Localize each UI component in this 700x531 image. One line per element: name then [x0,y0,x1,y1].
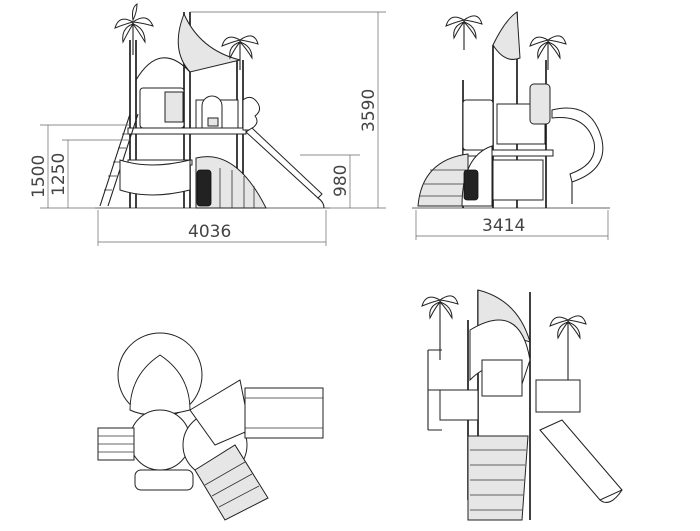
total-height-label: 3590 [359,89,379,132]
plan-view [97,332,324,521]
height-1500-label: 1500 [29,155,49,198]
isometric-view [421,289,623,521]
slide-height-label: 980 [331,165,351,197]
height-1250-label: 1250 [49,153,69,196]
climbing-wall-planks [219,168,255,208]
front-elevation: 4036 1500 1250 980 3590 [29,3,386,246]
side-width-label: 3414 [482,216,525,236]
side-palm-right [529,35,567,70]
palm-tree-left [114,3,154,55]
iso-palm-right [549,315,587,380]
side-elevation: 3414 [412,11,610,240]
side-palm-left [445,15,483,50]
palm-tree-right [221,35,259,70]
front-width-label: 4036 [188,222,231,242]
